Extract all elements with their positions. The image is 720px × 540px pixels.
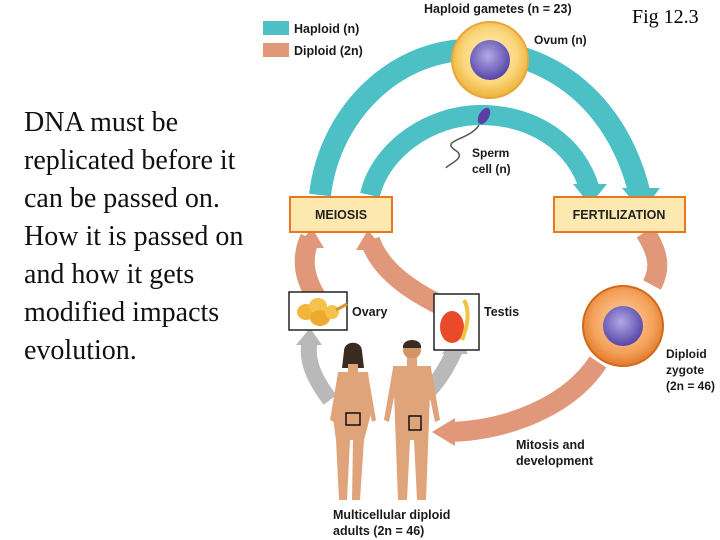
ovum-cell [451,21,529,99]
mitosis-label-line2: development [516,454,594,468]
legend: Haploid (n) Diploid (2n) [263,21,363,58]
sperm-cell [445,107,491,169]
body-line: modified impacts [24,297,220,328]
testis-label: Testis [484,305,519,319]
grey-arrowhead-ovary [296,328,322,345]
meiosis-inner-arrowhead [356,230,384,250]
body-line: and how it gets [24,259,195,290]
grey-arrow-ovary [300,338,337,405]
body-line: replicated before it [24,145,236,176]
fertilization-box [553,196,686,233]
male-figure [384,340,440,500]
body-text: DNA must be replicated before it can be … [24,104,294,370]
fertilization-label: FERTILIZATION [573,208,666,222]
sperm-label-line1: Sperm [472,146,509,160]
female-figure [330,342,376,500]
ovum-label: Ovum (n) [534,33,587,47]
legend-diploid: Diploid (2n) [294,44,363,58]
inner-haploid-arrowhead [573,184,607,205]
legend-haploid: Haploid (n) [294,22,359,36]
ovary-label: Ovary [352,305,387,319]
body-line: DNA must be [24,107,178,138]
mitosis-arrowhead [432,418,455,446]
zygote-label-line1: Diploid [666,347,707,361]
ovary-illustration [288,291,348,331]
zygote-cell [582,285,664,367]
meiosis-outer-arrowhead [296,228,324,248]
body-line: can be passed on. [24,183,220,214]
adults-label-line1: Multicellular diploid [333,508,450,522]
sperm-label-line2: cell (n) [472,162,511,176]
testis-illustration [433,293,480,351]
diploid-arrow-mitosis [449,356,607,442]
diploid-swatch [263,43,289,57]
body-line: How it is passed on [24,221,244,252]
body-line: evolution. [24,335,137,366]
haploid-swatch [263,21,289,35]
diploid-arrow-to-zygote [636,226,668,290]
meiosis-box [289,196,393,233]
adults-label-line2: adults (2n = 46) [333,524,424,538]
meiosis-label: MEIOSIS [315,208,367,222]
zygote-label-line3: (2n = 46) [666,379,715,393]
zygote-label-line2: zygote [666,363,704,377]
mitosis-label-line1: Mitosis and [516,438,585,452]
figure-label: Fig 12.3 [632,6,699,28]
haploid-gametes-label: Haploid gametes (n = 23) [424,2,572,16]
